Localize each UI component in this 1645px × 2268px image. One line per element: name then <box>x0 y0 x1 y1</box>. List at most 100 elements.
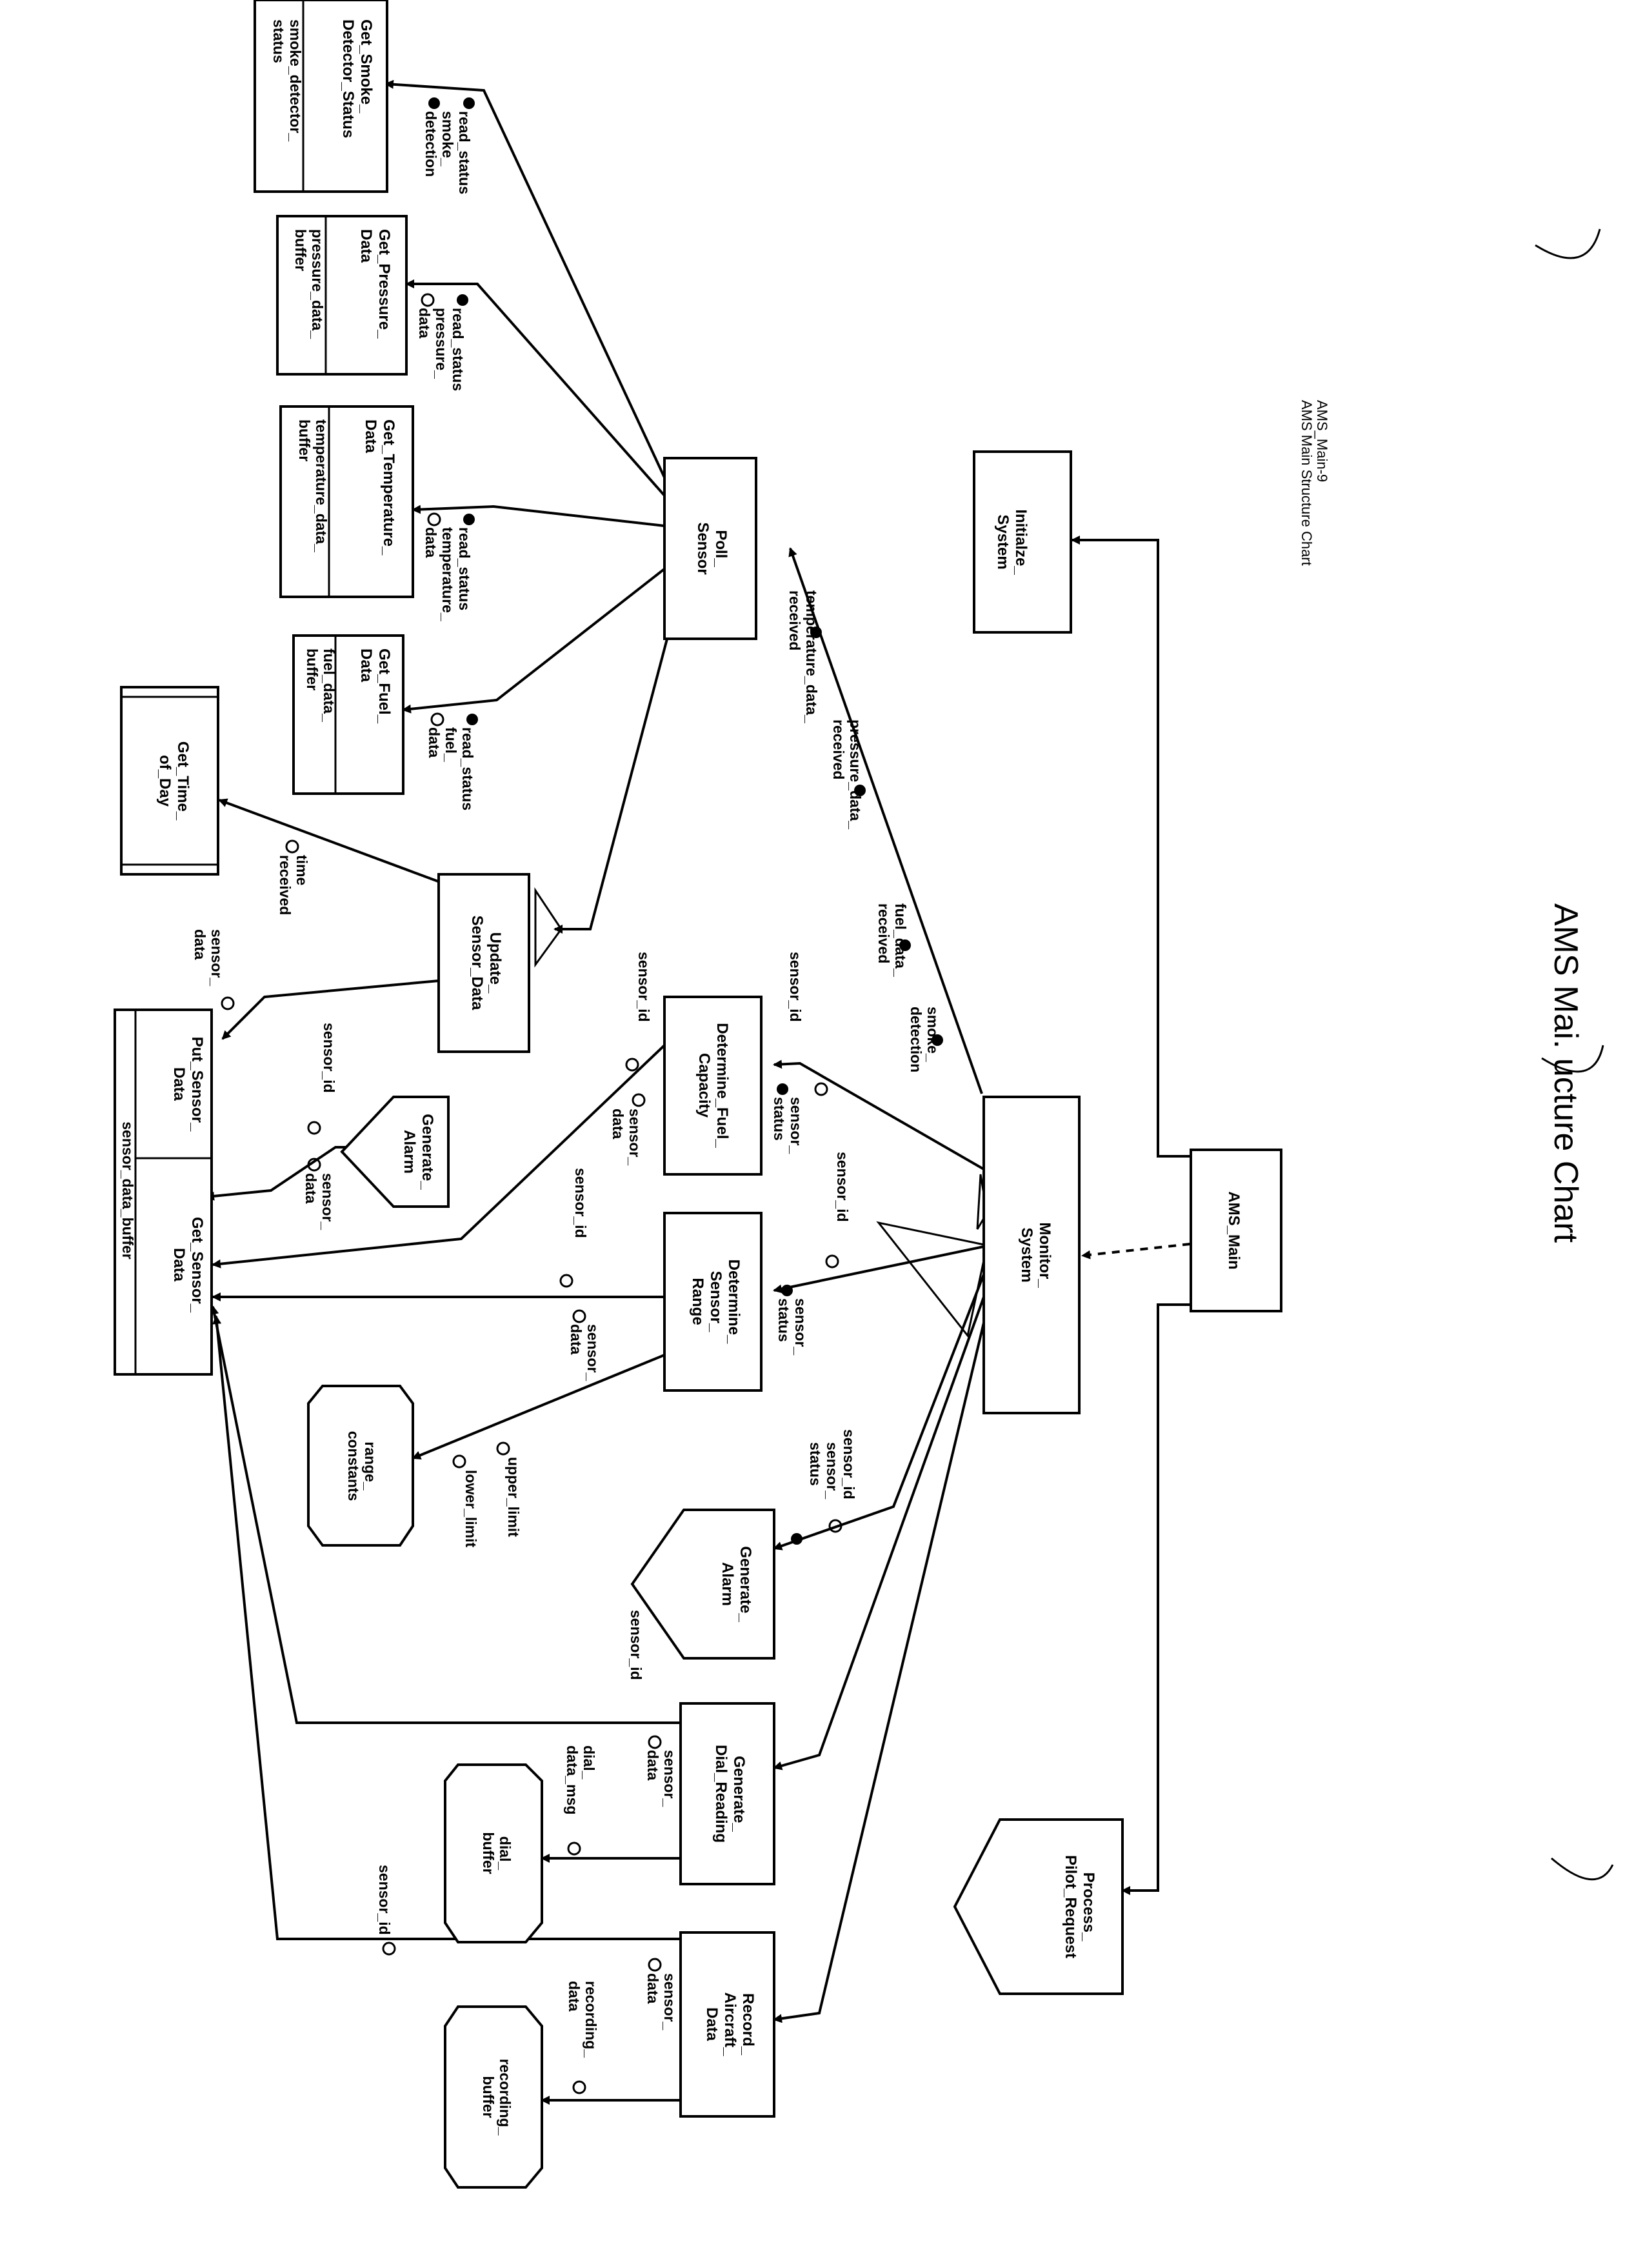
label-time-received-2: received <box>277 855 294 915</box>
module-initialize-line1: Initialze_ <box>1012 509 1030 575</box>
control-flag-icon <box>899 939 911 951</box>
line-update-put <box>221 979 439 1040</box>
label-smoke-flag-1: smoke_ <box>924 1007 941 1062</box>
module-update-line1: Update_ <box>486 932 504 994</box>
label-fuelcap-data-1: sensor_ <box>626 1109 643 1165</box>
label-upper-limit: upper_limit <box>505 1457 522 1537</box>
module-get-temperature-data[interactable]: Get_Temperature_ Data temperature_data_ … <box>279 405 414 598</box>
module-get-smoke-detector-status[interactable]: Get_Smoke_ Detector_Status smoke_detecto… <box>254 0 388 193</box>
module-alarm1-line2: Alarm <box>401 1130 418 1174</box>
store-temperature-line2: buffer <box>296 419 313 461</box>
store-recording-line2: buffer <box>480 2076 497 2118</box>
module-record-aircraft-data[interactable]: Record_ Aircraft_ Data <box>679 1931 775 2118</box>
control-flag-icon <box>463 97 475 109</box>
module-put-sensor-line1: Put_Sensor_ <box>188 1037 206 1132</box>
label-smoke-detection-2: detection <box>423 111 439 177</box>
label-recording-data-1: recording_ <box>583 1981 599 2058</box>
line-poll-fuel <box>402 560 675 714</box>
label-fuelcap-sensor-id-in: sensor_id <box>787 952 804 1022</box>
data-couple-icon <box>572 1309 586 1323</box>
data-couple-icon <box>648 1735 662 1749</box>
data-couple-icon <box>221 996 235 1010</box>
module-get-sensor-line2: Data <box>170 1248 188 1282</box>
module-gettime-line2: of_Day <box>156 755 174 807</box>
label-fuel-data-1: fuel_ <box>443 727 459 762</box>
store-temperature-line1: temperature_data_ <box>313 419 330 552</box>
store-fuel-line1: fuel_data_ <box>321 648 337 722</box>
module-range-line3: Range <box>689 1278 706 1325</box>
control-flag-icon <box>791 1533 803 1545</box>
label-fuel-received-2: received <box>875 903 892 963</box>
module-get-time-of-day[interactable]: Get_Time_ of_Day <box>120 686 219 876</box>
module-alarm1-line1: Generate_ <box>419 1114 436 1190</box>
data-couple-icon <box>632 1093 646 1107</box>
line-poll-pressure <box>405 279 666 497</box>
module-sensor-data-access[interactable]: Put_Sensor_ Data Get_Sensor_ Data sensor… <box>114 1009 213 1376</box>
store-range-line1: range_ <box>362 1441 379 1490</box>
label-dial-data-msg-1: dial_ <box>581 1745 597 1780</box>
store-pressure-line2: buffer <box>292 229 309 271</box>
line-monitor-fuelcap <box>773 1059 984 1170</box>
module-generate-alarm-lower[interactable]: Generate_ Alarm <box>630 1509 775 1660</box>
label-alarm1-sensor-id: sensor_id <box>321 1023 337 1093</box>
label-smoke-flag-2: detection <box>908 1007 924 1072</box>
module-get-fuel-data[interactable]: Get_Fuel_ Data fuel_data_ buffer <box>292 634 404 795</box>
line-monitor-record <box>773 1322 985 2023</box>
module-alarm2-line2: Alarm <box>719 1562 736 1606</box>
module-initialize-system[interactable]: Initialze_ System <box>973 450 1072 634</box>
line-fuelcap-get <box>212 1044 666 1269</box>
control-flag-icon <box>457 294 468 306</box>
label-fuel-data-2: data <box>426 727 443 758</box>
label-range-status-2: status <box>775 1298 792 1342</box>
label-alarm2-status-1: sensor_ <box>824 1442 841 1499</box>
module-ams-main[interactable]: AMS_Main <box>1190 1149 1282 1312</box>
module-monitor-line2: System <box>1018 1227 1035 1282</box>
control-flag-icon <box>463 514 475 525</box>
module-monitor-line1: Monitor_ <box>1036 1222 1053 1288</box>
module-fuel-line2: Data <box>357 648 375 683</box>
module-range-line2: Sensor_ <box>707 1271 724 1332</box>
label-record-sensor-data-1: sensor_ <box>661 1973 678 2030</box>
label-range-status-1: sensor_ <box>792 1298 809 1355</box>
label-temperature-data-1: temperature_ <box>439 527 456 621</box>
module-gettime-line1: Get_Time_ <box>174 741 192 821</box>
module-generate-alarm-upper[interactable]: Generate_ Alarm <box>340 1096 450 1208</box>
module-update-sensor-data[interactable]: Update_ Sensor_Data <box>437 873 530 1053</box>
label-fuelcap-sensor-id: sensor_id <box>635 952 652 1022</box>
label-dial-data-msg-2: data_msg <box>564 1745 581 1814</box>
data-couple-icon <box>572 2080 586 2094</box>
data-couple-icon <box>285 839 299 854</box>
control-flag-icon <box>781 1285 793 1296</box>
label-record-sensor-data-2: data <box>644 1973 661 2004</box>
data-couple-icon <box>814 1082 828 1096</box>
line-monitor-dial <box>773 1296 985 1771</box>
store-recording-buffer: recording_ buffer <box>444 2005 543 2189</box>
control-flag-icon <box>466 714 478 725</box>
control-flag-icon <box>932 1034 943 1046</box>
module-generate-dial-reading[interactable]: Generate_ Dial_Reading <box>679 1702 775 1885</box>
couple-symbols <box>221 97 943 2094</box>
couple-labels: read_status smoke_ detection read_status… <box>192 111 941 2058</box>
data-couple-icon <box>382 1942 396 1956</box>
module-determine-sensor-range[interactable]: Determine_ Sensor_ Range <box>663 1212 763 1392</box>
label-pressure-received-2: received <box>830 719 847 779</box>
module-record-line2: Aircraft_ <box>721 1992 739 2056</box>
label-pressure-data-1: pressure_ <box>433 308 450 379</box>
module-monitor-system[interactable]: Monitor_ System <box>982 1096 1081 1414</box>
data-couple-icon <box>828 1519 842 1533</box>
module-get-pressure-data[interactable]: Get_Pressure_ Data pressure_data_ buffer <box>276 215 408 376</box>
label-recording-data-2: data <box>566 1981 583 2012</box>
label-alarm1-sensor-data-1: sensor_ <box>319 1173 336 1230</box>
label-range-data-2: data <box>568 1324 584 1355</box>
module-poll-sensor[interactable]: Poll_ Sensor <box>663 457 757 640</box>
module-pressure-line1: Get_Pressure_ <box>375 229 393 339</box>
update-iteration-wedge <box>534 887 563 968</box>
module-determine-fuel-capacity[interactable]: Determine_Fuel_ Capacity <box>663 996 763 1176</box>
module-smoke-line2: Detector_Status <box>339 19 357 138</box>
line-ams-process <box>1121 1303 1191 1895</box>
module-process-pilot-request[interactable]: Process_ Pilot_Request <box>953 1818 1124 1995</box>
data-couple-icon <box>421 293 435 307</box>
store-fuel-line2: buffer <box>304 648 321 690</box>
module-pressure-line2: Data <box>357 229 375 263</box>
